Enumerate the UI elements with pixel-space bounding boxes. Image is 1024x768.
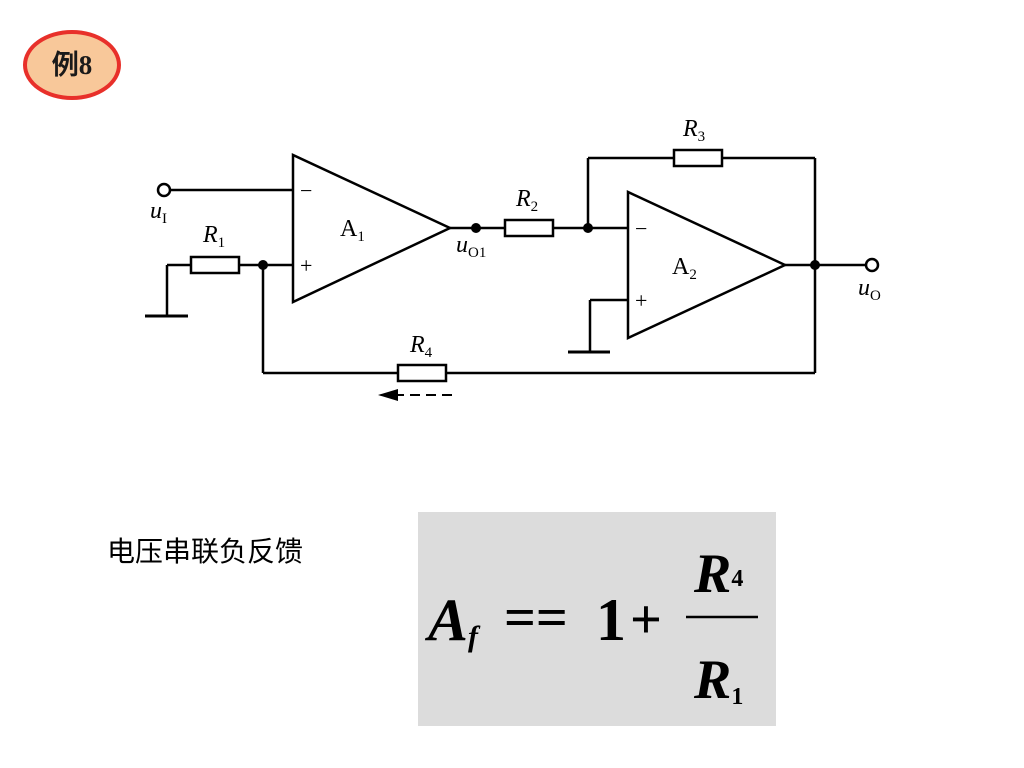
formula-denominator: R1 [693,649,743,711]
resistor-r2-label: R2 [515,186,538,215]
terminal-output [864,257,880,273]
resistor-r1 [189,255,241,275]
junction-output [810,260,820,270]
opamp-a1-label: A1 [340,216,365,245]
a1-minus-sign: − [300,178,312,203]
formula-plus: + [630,589,662,651]
resistor-r3 [672,148,724,168]
formula-one: 1 [596,587,626,653]
badge-label: 例8 [51,50,93,80]
formula-equals: == [504,587,568,649]
junction-r3-node [583,223,593,233]
circuit-diagram: − + − + A1 A2 R1 R2 R3 R4 uI uO1 uO [145,116,881,401]
resistor-r1-label: R1 [202,222,225,251]
mid-voltage-label: uO1 [456,232,486,261]
terminal-input [156,182,172,198]
a2-minus-sign: − [635,216,647,241]
formula-lhs: Af [424,587,481,653]
junction-r1-node [258,260,268,270]
resistor-r4 [396,363,448,383]
resistor-r3-label: R3 [682,116,705,145]
gain-formula: Af == 1 + R4 R1 [424,543,758,711]
gain-formula-box: Af == 1 + R4 R1 [418,512,776,726]
example-badge: 例8 [23,30,127,102]
feedback-arrow-head [378,389,398,401]
output-voltage-label: uO [858,275,881,304]
opamp-a1 [291,153,453,304]
badge-ring [23,30,121,100]
opamp-a2-label: A2 [672,254,697,283]
feedback-type-label: 电压串联负反馈 [107,535,304,568]
junction-uo1 [471,223,481,233]
opamp-a2 [626,190,788,340]
input-voltage-label: uI [150,198,167,227]
a2-plus-sign: + [635,288,647,313]
resistor-r4-label: R4 [409,332,433,361]
resistor-r2 [503,218,555,238]
formula-numerator: R4 [693,543,743,605]
a1-plus-sign: + [300,253,312,278]
